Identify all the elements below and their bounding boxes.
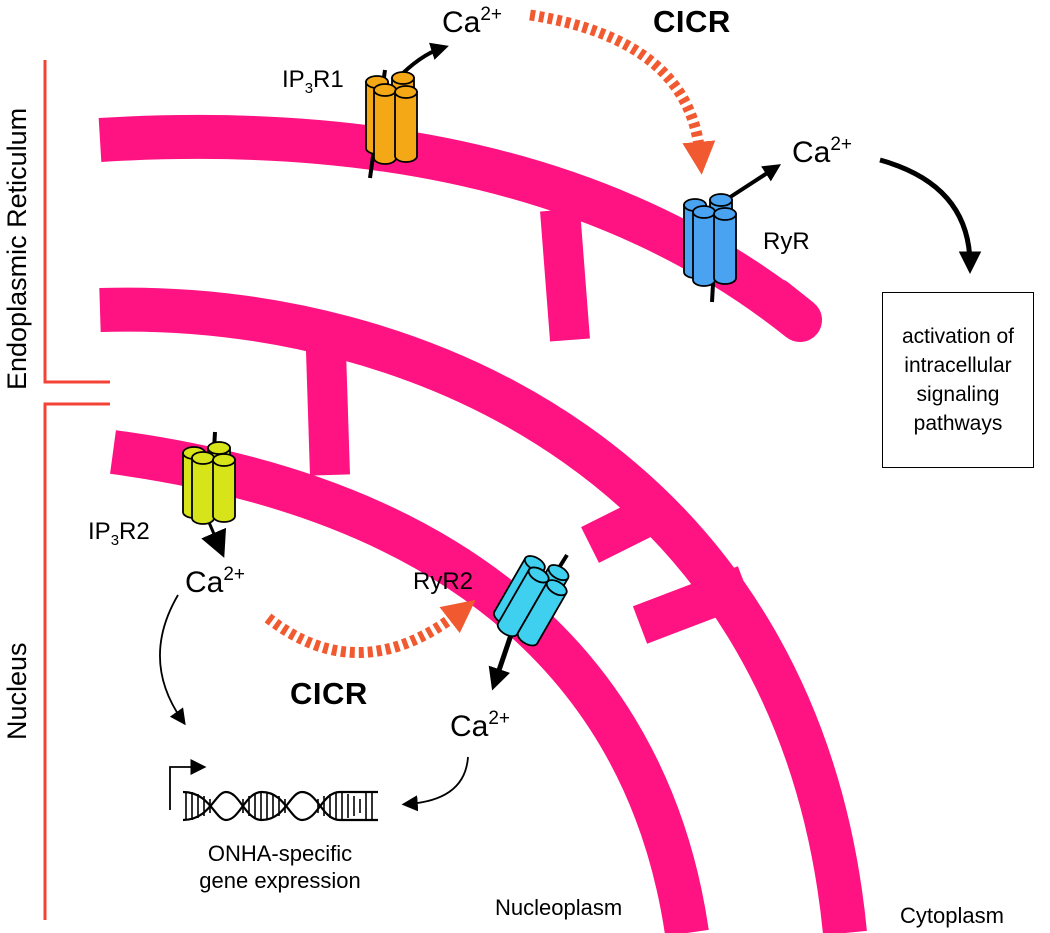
region-brackets (43, 60, 110, 920)
er-bridge-upper (540, 208, 590, 342)
cicr-arrow-bottom (264, 599, 476, 658)
ryr-channel (683, 193, 737, 303)
cicr-top-label: CICR (653, 4, 731, 39)
dna-icon (169, 758, 378, 822)
ryr2-label: RyR2 (413, 568, 474, 595)
ryr2-channel (493, 553, 570, 647)
ip3r2-channel (182, 431, 236, 525)
cicr-arrow-top (529, 9, 716, 175)
nucleus-bracket (43, 402, 110, 920)
transcription-start-icon (169, 758, 207, 810)
signaling-arrow (879, 157, 982, 274)
nucleus-bridge-lower (581, 487, 679, 563)
gene-expression-label: ONHA-specific gene expression (199, 841, 361, 893)
ryr2-release-arrow (488, 631, 515, 691)
middle-membrane (99, 287, 867, 933)
er-membrane-end-cap (753, 278, 822, 342)
ip3r2-label: IP3R2 (88, 518, 150, 549)
ca-ryr-label: Ca2+ (792, 134, 853, 169)
cytoplasm-label: Cytoplasm (900, 903, 1004, 928)
ip3r2-release-arrow (201, 519, 227, 558)
ip3r1-label: IP3R1 (282, 66, 344, 97)
nuclear-ca-to-gene-arrow (401, 756, 469, 812)
nucleoplasm-label: Nucleoplasm (495, 895, 623, 920)
ca-ip3r2-label: Ca2+ (185, 564, 246, 599)
ca-nucleoplasm-label: Ca2+ (450, 708, 511, 743)
ip3r1-channel (365, 69, 418, 179)
cicr-arrows (264, 9, 716, 658)
nucleus-label: Nucleus (2, 642, 32, 740)
ca-top-label: Ca2+ (442, 4, 503, 39)
nucleus-bridge-bottom (632, 566, 753, 644)
ryr-label: RyR (763, 228, 810, 255)
nucleus-bridge-left (305, 319, 350, 476)
ca-to-gene-arrow (159, 594, 186, 726)
endoplasmic-reticulum-label: Endoplasmic Reticulum (2, 107, 32, 390)
cicr-bottom-label: CICR (290, 676, 368, 711)
activation-text: activation of intracellular signaling pa… (901, 325, 1015, 435)
er-bracket (43, 60, 110, 384)
activation-signaling-box: activation of intracellular signaling pa… (882, 292, 1034, 468)
